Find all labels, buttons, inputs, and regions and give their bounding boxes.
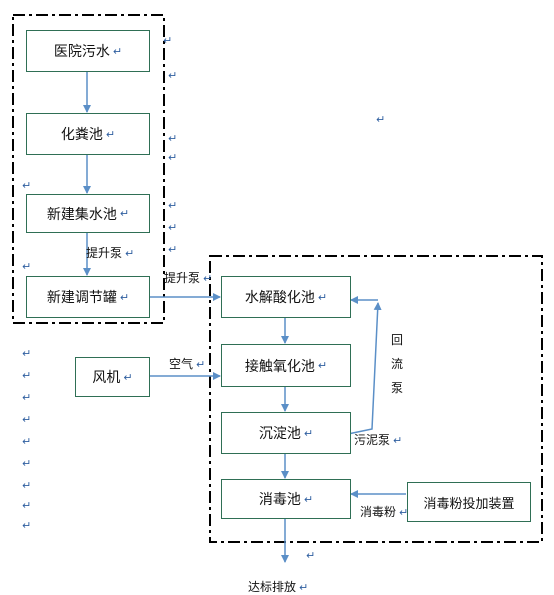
node-septic-tank-label: 化粪池 bbox=[60, 127, 103, 143]
return-mark: ↵ bbox=[22, 479, 32, 492]
node-disinfectant-dosing-device-label: 消毒粉投加装置 bbox=[423, 496, 515, 512]
return-mark: ↵ bbox=[168, 243, 178, 256]
return-mark: ↵ bbox=[303, 426, 314, 440]
return-mark: ↵ bbox=[376, 113, 386, 126]
node-blower: 风机↵ bbox=[75, 357, 150, 397]
node-disinfectant-dosing-device: 消毒粉投加装置 bbox=[407, 482, 531, 522]
return-mark: ↵ bbox=[119, 290, 130, 304]
return-mark: ↵ bbox=[306, 549, 316, 562]
return-mark: ↵ bbox=[105, 127, 116, 141]
return-mark: ↵ bbox=[22, 369, 32, 382]
return-mark: ↵ bbox=[168, 151, 178, 164]
pretreatment-frame bbox=[12, 14, 165, 324]
return-mark: ↵ bbox=[168, 199, 178, 212]
return-mark: ↵ bbox=[163, 34, 173, 47]
node-collection-tank: 新建集水池↵ bbox=[26, 194, 150, 233]
label-return-flow-2: 流 bbox=[390, 357, 403, 371]
node-septic-tank: 化粪池↵ bbox=[26, 113, 150, 155]
label-air: 空气↵ bbox=[169, 357, 206, 371]
node-blower-label: 风机 bbox=[92, 370, 121, 386]
node-collection-tank-label: 新建集水池 bbox=[46, 206, 117, 223]
return-mark: ↵ bbox=[112, 44, 123, 58]
node-hydrolysis-tank: 水解酸化池↵ bbox=[221, 276, 351, 318]
label-discharge: 达标排放↵ bbox=[248, 580, 309, 594]
node-regulating-tank-label: 新建调节罐 bbox=[46, 290, 117, 306]
label-lift-pump-2: 提升泵↵ bbox=[164, 271, 213, 285]
return-mark: ↵ bbox=[22, 347, 32, 360]
label-disinfectant-powder: 消毒粉↵ bbox=[360, 505, 409, 519]
node-hydrolysis-tank-label: 水解酸化池 bbox=[244, 290, 315, 306]
return-mark: ↵ bbox=[196, 358, 206, 371]
node-disinfection-tank-label: 消毒池 bbox=[258, 492, 301, 508]
return-mark: ↵ bbox=[303, 492, 314, 506]
node-sedimentation-tank: 沉淀池↵ bbox=[221, 412, 351, 454]
return-mark: ↵ bbox=[22, 457, 32, 470]
node-hospital-sewage: 医院污水↵ bbox=[26, 30, 150, 72]
return-mark: ↵ bbox=[22, 435, 32, 448]
return-mark: ↵ bbox=[22, 413, 32, 426]
node-hospital-sewage-label: 医院污水 bbox=[53, 44, 110, 60]
return-mark: ↵ bbox=[168, 221, 178, 234]
label-lift-pump-1: 提升泵↵ bbox=[86, 246, 135, 260]
return-mark: ↵ bbox=[399, 506, 409, 519]
return-mark: ↵ bbox=[317, 359, 328, 372]
node-regulating-tank: 新建调节罐↵ bbox=[26, 276, 150, 318]
label-return-flow-1: 回 bbox=[390, 333, 403, 347]
return-mark: ↵ bbox=[22, 179, 32, 192]
return-mark: ↵ bbox=[22, 499, 32, 512]
label-return-flow-3: 泵 bbox=[390, 381, 403, 395]
arrow-sludge-return bbox=[347, 302, 382, 435]
node-contact-oxidation-tank: 接触氧化池↵ bbox=[221, 344, 351, 387]
return-mark: ↵ bbox=[317, 290, 328, 304]
return-mark: ↵ bbox=[393, 434, 403, 447]
node-sedimentation-tank-label: 沉淀池 bbox=[258, 426, 301, 442]
node-disinfection-tank: 消毒池↵ bbox=[221, 479, 351, 519]
return-mark: ↵ bbox=[22, 391, 32, 404]
label-sludge-pump: 污泥泵↵ bbox=[354, 433, 403, 447]
return-mark: ↵ bbox=[22, 260, 32, 273]
return-mark: ↵ bbox=[168, 132, 178, 145]
return-mark: ↵ bbox=[299, 581, 309, 594]
treatment-frame bbox=[209, 255, 543, 543]
return-mark: ↵ bbox=[168, 69, 178, 82]
return-mark: ↵ bbox=[22, 519, 32, 532]
return-mark: ↵ bbox=[119, 207, 130, 220]
return-mark: ↵ bbox=[125, 247, 135, 260]
node-contact-oxidation-tank-label: 接触氧化池 bbox=[244, 358, 315, 375]
return-mark: ↵ bbox=[123, 370, 133, 384]
return-mark: ↵ bbox=[203, 272, 213, 285]
